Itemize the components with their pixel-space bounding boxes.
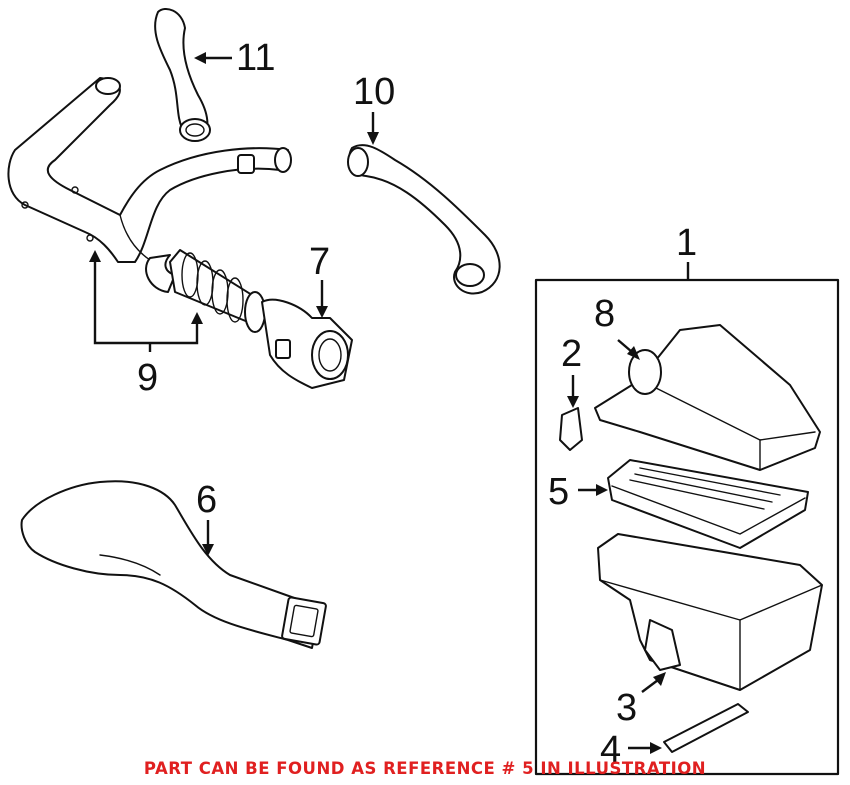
callout-9-bracket [89,250,203,352]
part-8-upper-cover [594,324,821,471]
callout-5-arrow [578,484,608,496]
callout-3-arrow [641,672,666,693]
footer-note: PART CAN BE FOUND AS REFERENCE # 5 IN IL… [143,759,707,778]
part-1-assembly-frame [534,262,840,776]
part-10-hose [347,144,501,295]
callout-10-arrow [367,112,379,145]
part-3-lower-housing [597,533,823,691]
callout-2-arrow [567,375,579,408]
callout-9: 9 [137,357,158,399]
part-5-air-filter [607,459,809,549]
part-9-intake-pipe [7,77,292,263]
callout-7-arrow [316,280,328,318]
callout-6: 6 [196,479,217,521]
callout-4: 4 [600,729,621,771]
callout-7: 7 [309,241,330,283]
callout-4-arrow [628,742,662,754]
part-7-maf-sensor [261,298,353,389]
callout-1: 1 [676,222,697,264]
part-4-strip [663,703,749,753]
filter-pleats [629,467,781,510]
callout-2: 2 [561,333,582,375]
part-coupler-bellows [145,249,266,333]
callout-10: 10 [353,71,395,113]
callout-11: 11 [236,37,275,79]
callout-8: 8 [594,293,615,335]
callout-8-arrow [617,339,640,360]
callout-11-arrow [194,52,232,64]
part-2-clip [559,407,583,451]
callout-5: 5 [548,471,569,513]
callout-3: 3 [616,687,637,729]
callout-6-arrow [202,520,214,556]
part-11-hose [154,8,211,142]
part-6-air-duct [20,480,327,649]
